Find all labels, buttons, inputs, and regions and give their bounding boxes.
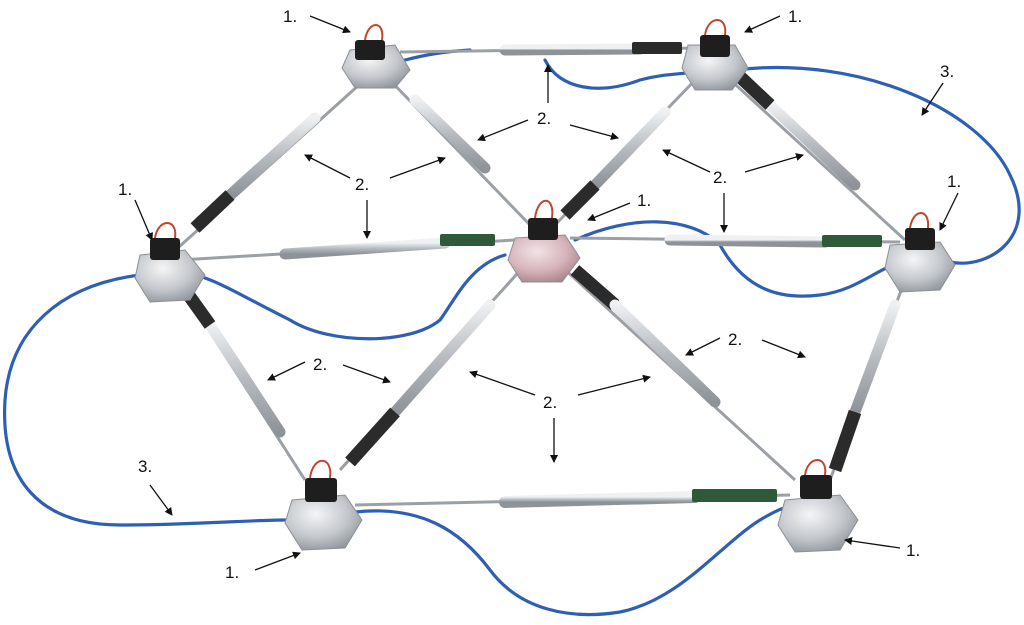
label-actuator-top: 2. [537,109,551,128]
label-node-top-right: 1. [788,7,802,26]
actuator-group [168,42,907,508]
label-node-bottom-right: 1. [906,541,920,560]
label-actuator-upper-right: 2. [713,168,727,187]
actuator-right-br [828,279,907,481]
actuator-left-bl [178,284,307,481]
cable-right-loop [733,65,1021,265]
label-cable-left: 3. [138,457,152,476]
cable-center-right [573,220,907,298]
actuator-top [399,42,701,56]
cable-left-loop [2,273,287,527]
label-actuator-lower-left: 2. [313,355,327,374]
node-right [884,212,956,293]
actuator-tl-left [168,73,372,257]
node-group [134,19,956,553]
label-node-top-left: 1. [283,7,297,26]
label-node-bottom-left: 1. [225,563,239,582]
actuator-tr-right [723,67,907,242]
actuator-center-br [558,263,797,482]
actuator-bottom [354,489,791,508]
actuator-center-bl [338,263,527,472]
cable-top-center [543,58,702,90]
actuator-tr-center [553,73,702,227]
node-bottom-left [284,459,363,551]
node-left [134,222,206,303]
label-actuator-lower-right: 2. [728,330,742,349]
cable-bottom [353,503,802,617]
node-bottom-right [777,459,859,553]
actuator-mid-left [179,234,516,262]
label-node-center: 1. [637,191,651,210]
actuator-tl-center [383,73,532,227]
node-top-right [681,19,749,91]
cable-group [2,48,1021,617]
callout-labels: 1. 1. 1. 1. 1. 1. 1. 2. 2. 2. 2. 2. 2. 3… [118,7,961,582]
cable-center-left [203,253,507,341]
node-top-left [341,24,411,89]
label-node-right: 1. [947,172,961,191]
label-node-left: 1. [118,180,132,199]
label-actuator-upper-left: 2. [355,175,369,194]
label-cable-right: 3. [940,62,954,81]
actuator-mid-right [569,234,901,248]
callouts [134,15,959,571]
node-center [507,199,581,283]
label-actuator-bottom: 2. [543,393,557,412]
